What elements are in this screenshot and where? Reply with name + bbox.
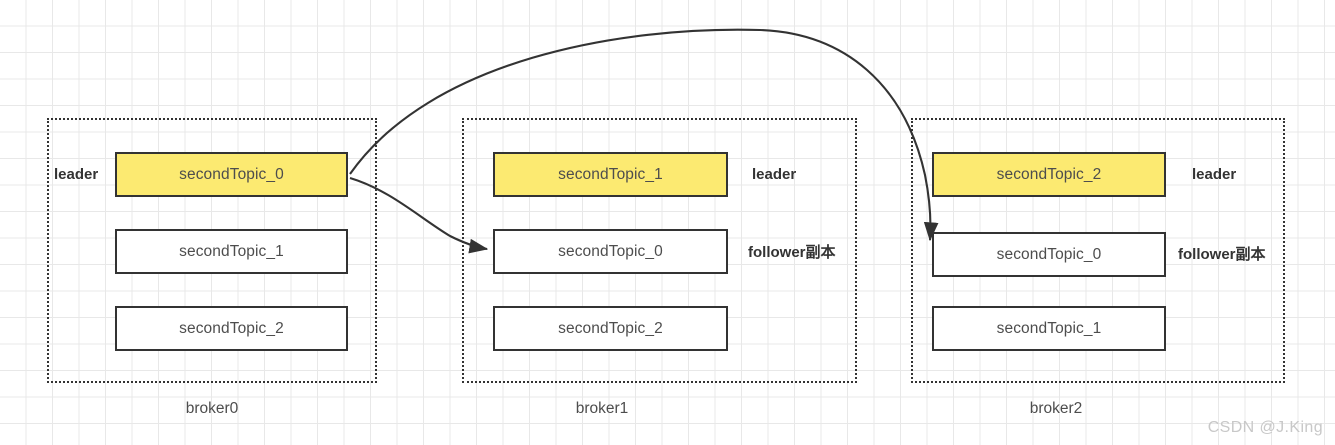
broker-caption-text: broker2 (1029, 400, 1083, 417)
partition-label: secondTopic_0 (179, 165, 284, 183)
partition-broker1-1[interactable]: secondTopic_0 (493, 229, 728, 274)
partition-label: secondTopic_1 (179, 242, 284, 260)
broker-caption-broker0: broker0 (47, 400, 377, 418)
role-label-text: leader (1192, 165, 1237, 183)
broker-caption-broker2: broker2 (911, 400, 1201, 418)
role-label-broker1-leader: leader (752, 163, 796, 185)
role-label-text: follower副本 (1178, 245, 1266, 263)
role-label-text: leader (54, 165, 99, 183)
role-label-broker2-follower: follower副本 (1178, 242, 1266, 264)
role-label-broker2-leader: leader (1192, 163, 1236, 185)
partition-broker0-1[interactable]: secondTopic_1 (115, 229, 348, 274)
partition-label: secondTopic_2 (558, 319, 663, 337)
partition-label: secondTopic_0 (558, 242, 663, 260)
watermark-text: CSDN @J.King (1207, 419, 1323, 436)
role-label-text: leader (752, 165, 797, 183)
partition-label: secondTopic_0 (996, 245, 1102, 263)
partition-broker1-2[interactable]: secondTopic_2 (493, 306, 728, 351)
partition-label: secondTopic_1 (558, 165, 663, 183)
partition-broker2-0[interactable]: secondTopic_2 (932, 152, 1166, 197)
broker-caption-text: broker0 (185, 400, 239, 417)
partition-broker0-2[interactable]: secondTopic_2 (115, 306, 348, 351)
role-label-broker0-leader: leader (54, 163, 98, 185)
broker-box-broker2[interactable] (911, 118, 1285, 383)
broker-box-broker0[interactable] (47, 118, 377, 383)
partition-broker2-2[interactable]: secondTopic_1 (932, 306, 1166, 351)
partition-label: secondTopic_1 (996, 319, 1102, 337)
watermark: CSDN @J.King (1208, 419, 1323, 437)
broker-caption-broker1: broker1 (462, 400, 742, 418)
role-label-text: follower副本 (748, 243, 836, 261)
partition-broker2-1[interactable]: secondTopic_0 (932, 232, 1166, 277)
partition-broker1-0[interactable]: secondTopic_1 (493, 152, 728, 197)
partition-label: secondTopic_2 (996, 165, 1102, 183)
partition-broker0-0[interactable]: secondTopic_0 (115, 152, 348, 197)
role-label-broker1-follower: follower副本 (748, 240, 836, 262)
broker-caption-text: broker1 (575, 400, 629, 417)
partition-label: secondTopic_2 (179, 319, 284, 337)
